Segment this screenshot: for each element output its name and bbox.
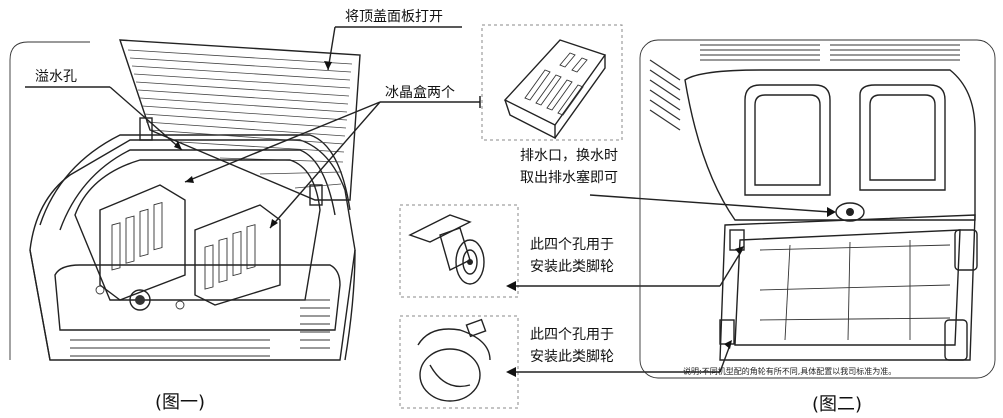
caster-wheel-illustration-2: [417, 318, 491, 402]
figure1-caption: (图一): [155, 392, 206, 413]
label-drain-line1: 排水口，换水时: [520, 148, 618, 164]
label-holes-b-line2: 安装此类脚轮: [530, 349, 614, 365]
cooler-bottom-illustration: [649, 44, 978, 361]
figure1-leaders: [25, 26, 481, 229]
middle-arrows: [506, 281, 720, 377]
caster-wheel-illustration: [408, 214, 485, 285]
label-overflow-hole: 溢水孔: [35, 69, 77, 85]
figure2-leaders: [589, 194, 836, 373]
ice-box-illustration: [503, 39, 607, 140]
label-drain-line2: 取出排水塞即可: [520, 170, 618, 186]
label-holes-a-line2: 安装此类脚轮: [530, 259, 614, 275]
label-holes-b-line1: 此四个孔用于: [530, 327, 614, 343]
figure2-caption: (图二): [812, 394, 863, 415]
figure2-footnote: 说明:不同机型配的角轮有所不同,具体配置以我司标准为准。: [683, 367, 897, 376]
label-ice-boxes: 冰晶盒两个: [385, 85, 455, 101]
cooler-open-lid-illustration: [9, 39, 361, 361]
label-open-lid: 将顶盖面板打开: [345, 9, 443, 25]
label-holes-a-line1: 此四个孔用于: [530, 237, 614, 253]
